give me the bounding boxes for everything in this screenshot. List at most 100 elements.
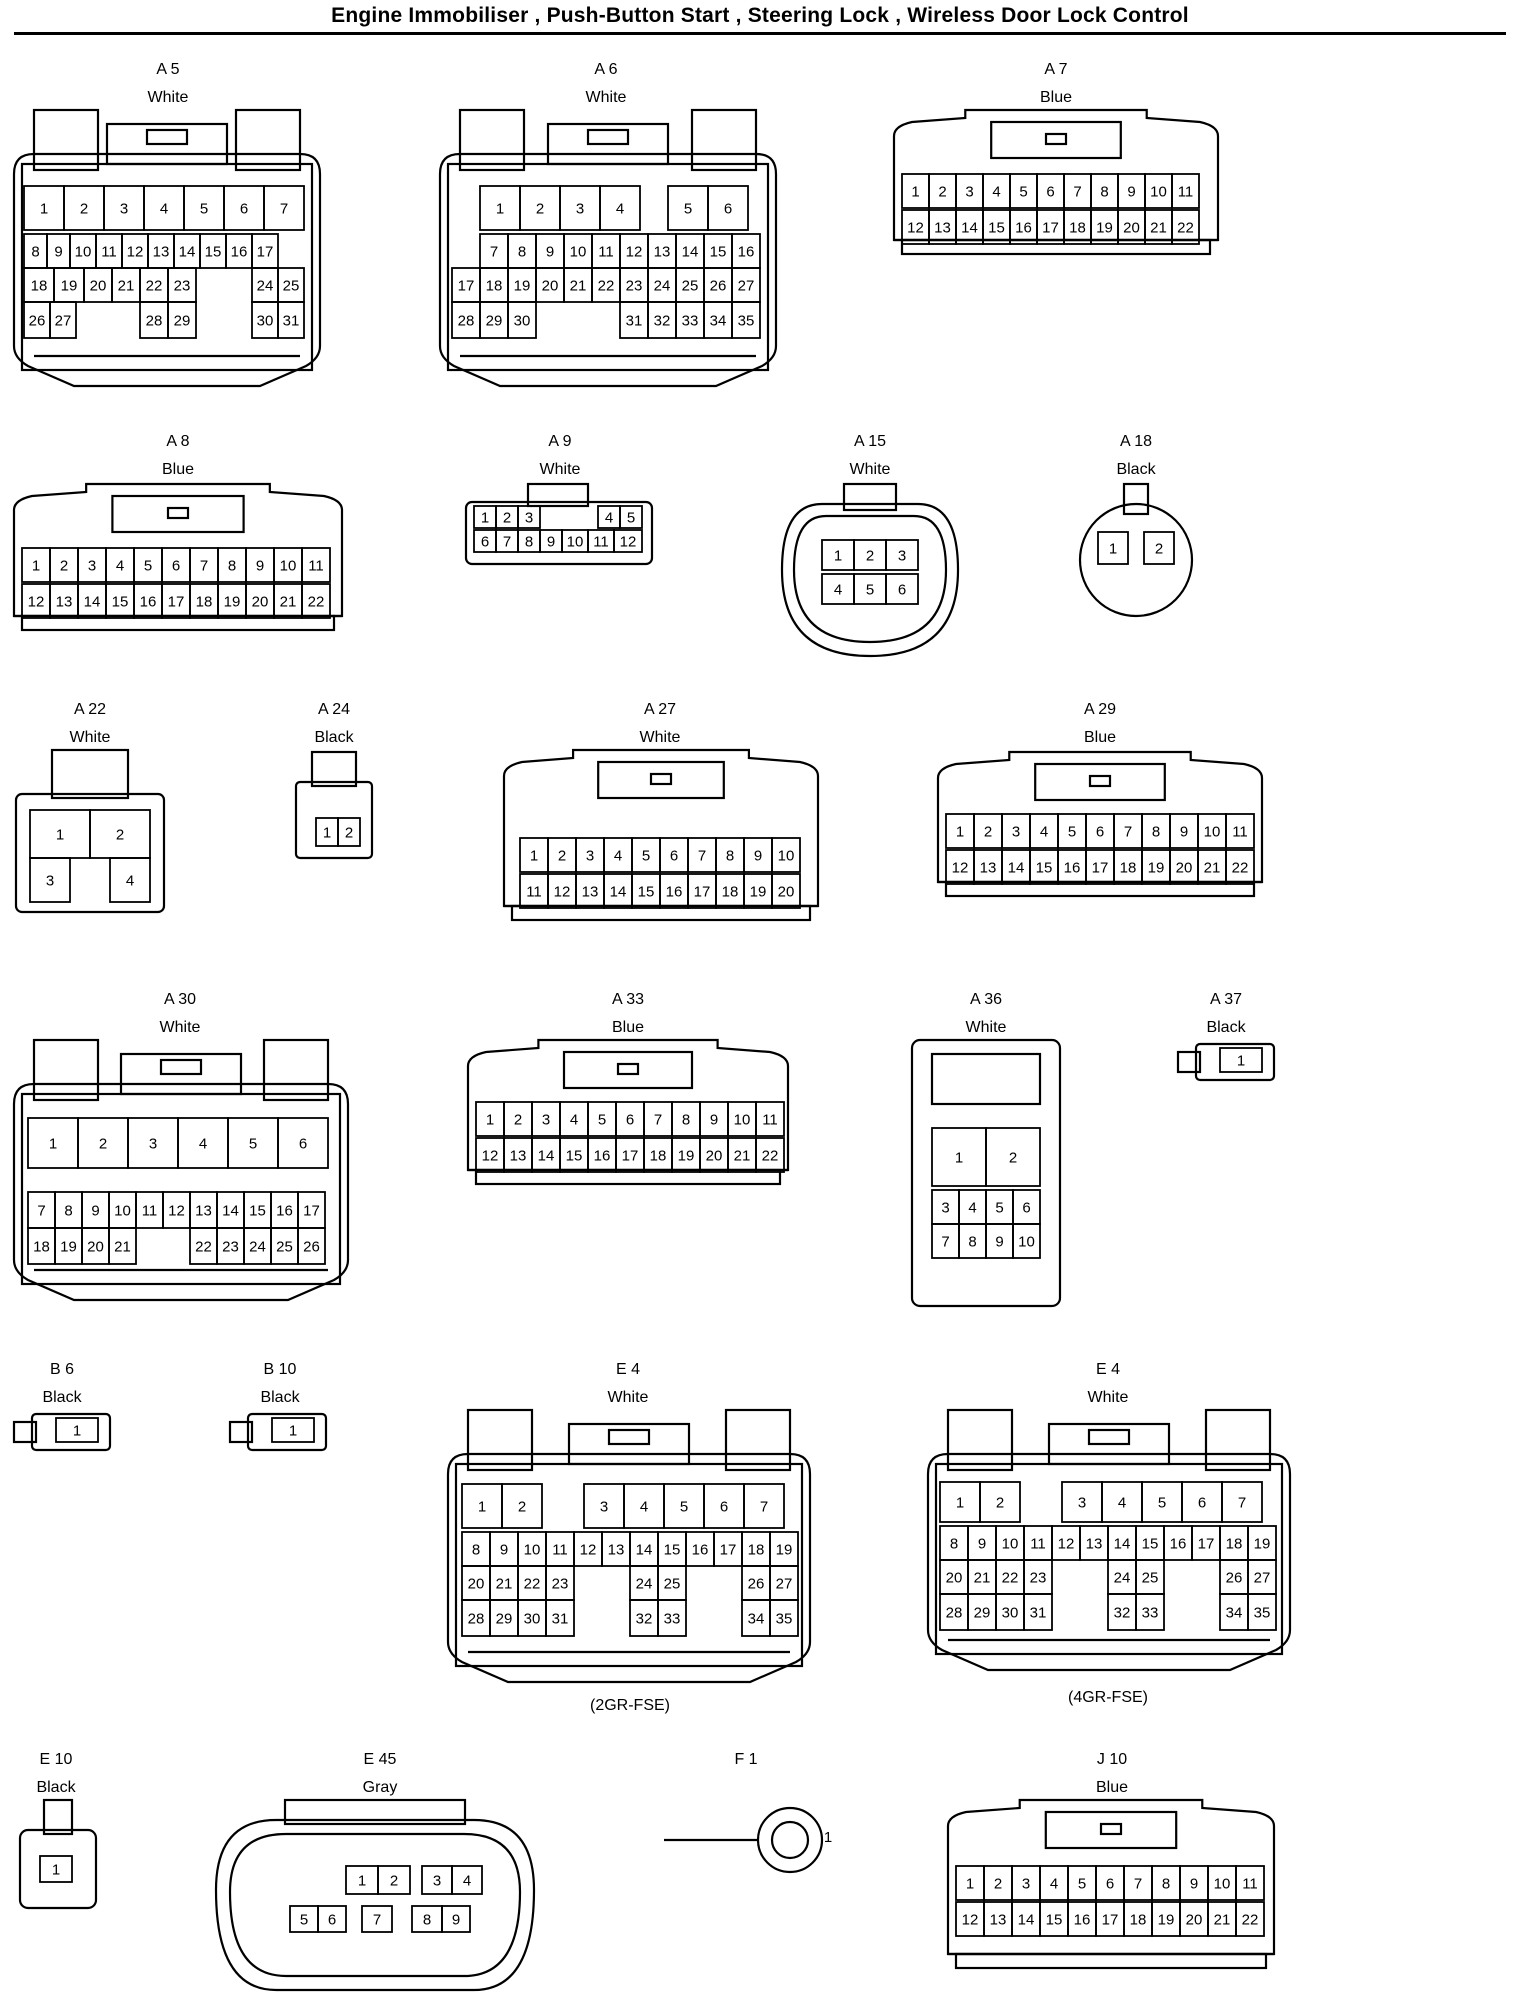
housing-outline [464,500,654,566]
pin-number: 5 [627,510,635,527]
pin-number: 4 [160,201,168,218]
pin-number: 4 [968,1200,976,1217]
pin-number: 8 [726,848,734,865]
pin-number: 17 [1092,860,1109,877]
pin-cell [755,1137,785,1173]
top-lock [310,750,358,788]
housing-outline [12,152,322,388]
pin-number: 3 [1012,824,1020,841]
pin-number: 15 [1142,1536,1159,1553]
pin-number: 8 [518,244,526,261]
pin-number: 1 [496,201,504,218]
top-lock [1122,482,1150,516]
pin-number: 3 [46,873,54,890]
pin-number: 10 [1150,184,1167,201]
pin-cell [885,539,919,571]
latch-left [32,1038,100,1102]
connector-color: Gray [363,1779,398,1796]
pin-cell [277,1117,329,1169]
pin-number: 12 [28,594,45,611]
ring-outer [756,1806,824,1874]
connector-color: White [148,89,189,106]
pin-number: 1 [966,1876,974,1893]
pin-number: 6 [1096,824,1104,841]
connector-body [1176,1042,1276,1082]
pin-number: 15 [566,1148,583,1165]
pin-number: 31 [626,313,643,330]
connector-id: A 6 [594,61,617,78]
pin-number: 16 [1015,220,1032,237]
pin-number: 6 [299,1136,307,1153]
base-rail [954,1952,1268,1970]
connector-id: A 29 [1084,701,1116,718]
inner-ring [792,514,948,644]
pin-number: 31 [1030,1605,1047,1622]
lock-tab [145,128,189,146]
top-lock [119,1052,243,1096]
housing-outline [946,1798,1276,1956]
connector-id: A 24 [318,701,350,718]
housing-outline [30,1412,112,1452]
connector-body [502,748,820,922]
pin-cell [301,547,331,583]
connector-body [446,1408,812,1684]
pin-number: 3 [1078,1495,1086,1512]
pin-number: 7 [760,1499,768,1516]
pin-number: 12 [482,1148,499,1165]
pin-number: 7 [503,534,511,551]
pin-cell [985,1127,1041,1187]
pin-number: 16 [1064,860,1081,877]
pin-number: 18 [1120,860,1137,877]
pin-number: 13 [153,244,170,261]
pin-number: 24 [636,1576,653,1593]
pin-number: 25 [276,1239,293,1256]
pin-number: 4 [1118,1495,1126,1512]
pin-number: 20 [468,1576,485,1593]
pin-number: 1 [1109,541,1117,558]
pin-number: 9 [754,848,762,865]
pin-number: 17 [458,278,475,295]
pin-number: 12 [962,1912,979,1929]
pin-number: 9 [546,244,554,261]
pin-number: 26 [303,1239,320,1256]
pin-number: 2 [345,825,353,842]
connector-id: A 37 [1210,991,1242,1008]
pin-number: 4 [614,848,622,865]
title-rule [14,32,1506,35]
pin-number: 2 [99,1136,107,1153]
pin-number: 2 [514,1112,522,1129]
connector-body [12,1412,112,1452]
pin-number: 8 [423,1912,431,1929]
pin-number: 18 [486,278,503,295]
connector-color: Black [1206,1019,1246,1036]
pin-number: 32 [654,313,671,330]
pin-number: 3 [576,201,584,218]
connector-color: Black [314,729,354,746]
pin-number: 15 [664,1542,681,1559]
pin-cell [599,185,641,231]
pin-number: 7 [280,201,288,218]
pin-number: 5 [1158,1495,1166,1512]
pin-number: 5 [300,1912,308,1929]
housing-outline [294,780,374,860]
pin-number: 11 [1242,1876,1258,1893]
connector-id: E 45 [364,1751,397,1768]
connector-body [438,108,778,388]
connector-body [18,1798,98,1910]
pin-number: 25 [283,278,300,295]
top-lock [930,1052,1042,1106]
pin-number: 28 [146,313,163,330]
pin-number: 8 [1162,1876,1170,1893]
pin-number: 22 [1232,860,1249,877]
pin-number: 6 [626,1112,634,1129]
pin-number: 32 [1114,1605,1131,1622]
